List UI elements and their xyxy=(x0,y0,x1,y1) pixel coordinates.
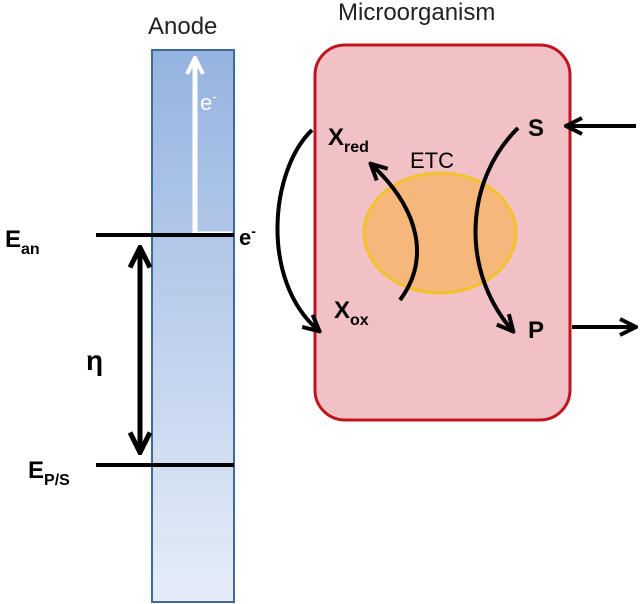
xred-to-xox-arrow xyxy=(275,128,318,330)
microorganism-title: Microorganism xyxy=(338,0,495,26)
xox-to-xred-arrow xyxy=(372,165,419,302)
eta-label: η xyxy=(86,345,103,376)
s-to-p-arrow xyxy=(473,126,520,330)
x-red-label: Xred xyxy=(328,124,369,156)
electron-side-label: e- xyxy=(239,223,256,250)
anode-title: Anode xyxy=(148,13,217,40)
etc-ellipse xyxy=(362,171,518,295)
e-ps-label: EP/S xyxy=(28,457,70,489)
product-label: P xyxy=(528,317,544,344)
electron-up-label: e- xyxy=(200,88,217,115)
substrate-label: S xyxy=(528,115,544,142)
e-an-label: Ean xyxy=(5,226,40,258)
x-ox-label: Xox xyxy=(334,297,369,329)
etc-label: ETC xyxy=(410,148,454,173)
